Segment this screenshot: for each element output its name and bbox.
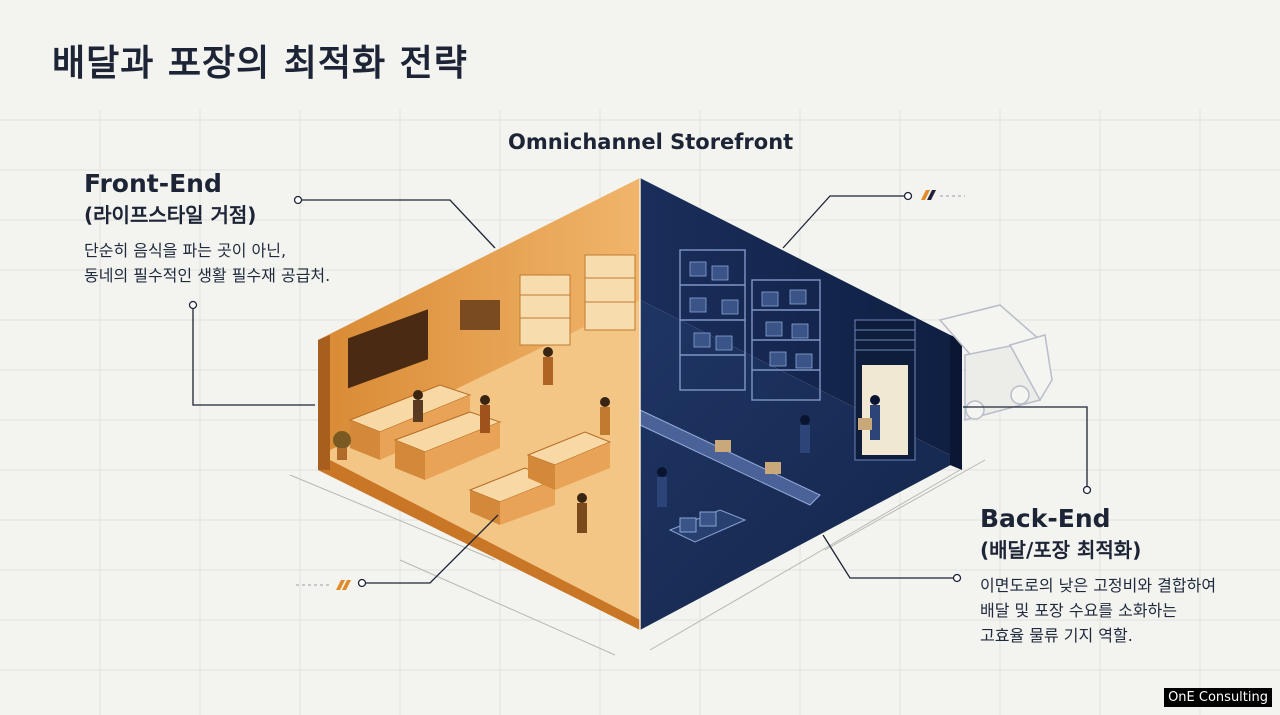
back-end-desc-line: 이면도로의 낮은 고정비와 결합하여 — [980, 576, 1217, 595]
callout-dots — [188, 191, 1092, 588]
front-end-desc-line: 동네의 필수적인 생활 필수재 공급처. — [84, 266, 331, 285]
back-end-warehouse — [639, 178, 962, 630]
front-end-store — [318, 178, 640, 630]
back-end-desc-line: 고효율 물류 기지 역할. — [980, 626, 1133, 645]
front-end-panel: Front-End (라이프스타일 거점) 단순히 음식을 파는 곳이 아닌, … — [84, 168, 330, 288]
dimension-lines — [289, 459, 986, 656]
front-end-subheading: (라이프스타일 거점) — [84, 203, 257, 227]
back-end-subheading: (배달/포장 최적화) — [980, 538, 1142, 562]
back-end-panel: Back-End (배달/포장 최적화) 이면도로의 낮은 고정비와 결합하여 … — [980, 503, 1216, 648]
decorative-slashes — [296, 190, 965, 590]
page-title: 배달과 포장의 최적화 전략 — [52, 43, 468, 84]
company-badge: OnE Consulting — [1164, 688, 1272, 707]
back-end-heading: Back-End — [980, 504, 1111, 533]
front-end-description: 단순히 음식을 파는 곳이 아닌, 동네의 필수적인 생활 필수재 공급처. — [84, 238, 330, 288]
back-end-desc-line: 배달 및 포장 수요를 소화하는 — [980, 601, 1177, 620]
front-end-heading: Front-End — [84, 169, 222, 198]
front-end-desc-line: 단순히 음식을 파는 곳이 아닌, — [84, 241, 287, 260]
omnichannel-label: Omnichannel Storefront — [508, 130, 794, 154]
delivery-truck — [938, 304, 1053, 421]
back-end-description: 이면도로의 낮은 고정비와 결합하여 배달 및 포장 수요를 소화하는 고효율 … — [980, 573, 1216, 648]
callout-lines — [192, 195, 1088, 584]
